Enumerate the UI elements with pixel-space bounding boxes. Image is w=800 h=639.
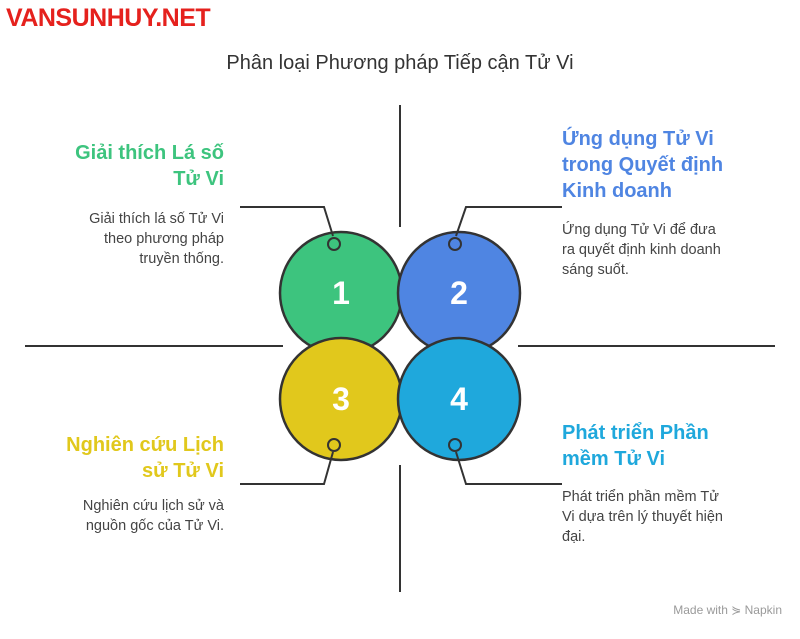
quadrant-1-description-line: Giải thích lá số Tử Vi	[89, 211, 224, 227]
quadrant-4-heading-line: mềm Tử Vi	[562, 448, 666, 470]
quadrant-2-heading-line: Kinh doanh	[562, 180, 672, 202]
quadrant-4-description-line: đại.	[562, 529, 586, 545]
diagram-title: Phân loại Phương pháp Tiếp cận Tử Vi	[226, 52, 574, 74]
quadrant-1-heading: Giải thích Lá số Tử Vi	[75, 140, 224, 192]
connector-2	[455, 206, 562, 237]
quadrant-3-description-line: nguồn gốc của Tử Vi.	[85, 518, 224, 534]
quadrant-3-description-line: Nghiên cứu lịch sử và	[82, 498, 224, 514]
quadrant-4-heading: Phát triển Phần mềm Tử Vi	[562, 420, 709, 472]
quadrant-4-description: Phát triển phần mềm Tử Vi dựa trên lý th…	[562, 487, 723, 547]
quadrant-4-description-line: Phát triển phần mềm Tử	[562, 489, 719, 505]
quadrant-4-description-line: Vi dựa trên lý thuyết hiện	[562, 509, 723, 525]
connector-1	[240, 206, 334, 237]
circle-number-3: 3	[332, 381, 350, 417]
quadrant-3-heading-line: sử Tử Vi	[142, 460, 224, 482]
connector-1-dot	[327, 237, 341, 251]
quadrant-2-description-line: Ứng dụng Tử Vi để đưa	[562, 222, 716, 238]
circle-number-1: 1	[332, 275, 350, 311]
quadrant-2-description-line: ra quyết định kinh doanh	[562, 242, 721, 258]
quadrant-2-description-line: sáng suốt.	[562, 262, 629, 278]
quadrant-4-heading-line: Phát triển Phần	[562, 422, 709, 444]
quadrant-2-heading: Ứng dụng Tử Vi trong Quyết định Kinh doa…	[562, 126, 723, 204]
connector-2-dot	[448, 237, 462, 251]
made-with-napkin-footer: Made with ⋟ Napkin	[673, 603, 782, 617]
quadrant-3-description: Nghiên cứu lịch sử và nguồn gốc của Tử V…	[83, 496, 224, 536]
quadrant-1-description-line: theo phương pháp	[103, 231, 224, 247]
quadrant-2-heading-line: Ứng dụng Tử Vi	[562, 128, 714, 150]
quadrant-1-heading-line: Giải thích Lá số	[75, 142, 224, 164]
circle-number-2: 2	[450, 275, 468, 311]
quadrant-2-description: Ứng dụng Tử Vi để đưa ra quyết định kinh…	[562, 220, 721, 280]
connector-3-dot	[327, 438, 341, 452]
circle-number-4: 4	[450, 381, 468, 417]
connector-3	[240, 451, 334, 485]
quadrant-1-heading-line: Tử Vi	[173, 168, 224, 190]
quadrant-1-description-line: truyền thống.	[139, 251, 224, 267]
connector-4-dot	[448, 438, 462, 452]
connector-4	[455, 451, 562, 485]
site-watermark: VANSUNHUY.NET	[6, 4, 211, 32]
quadrant-1-description: Giải thích lá số Tử Vi theo phương pháp …	[89, 209, 224, 269]
quadrant-2-heading-line: trong Quyết định	[562, 154, 724, 176]
quadrant-3-heading-line: Nghiên cứu Lịch	[66, 434, 224, 456]
quadrant-3-heading: Nghiên cứu Lịch sử Tử Vi	[66, 432, 224, 484]
